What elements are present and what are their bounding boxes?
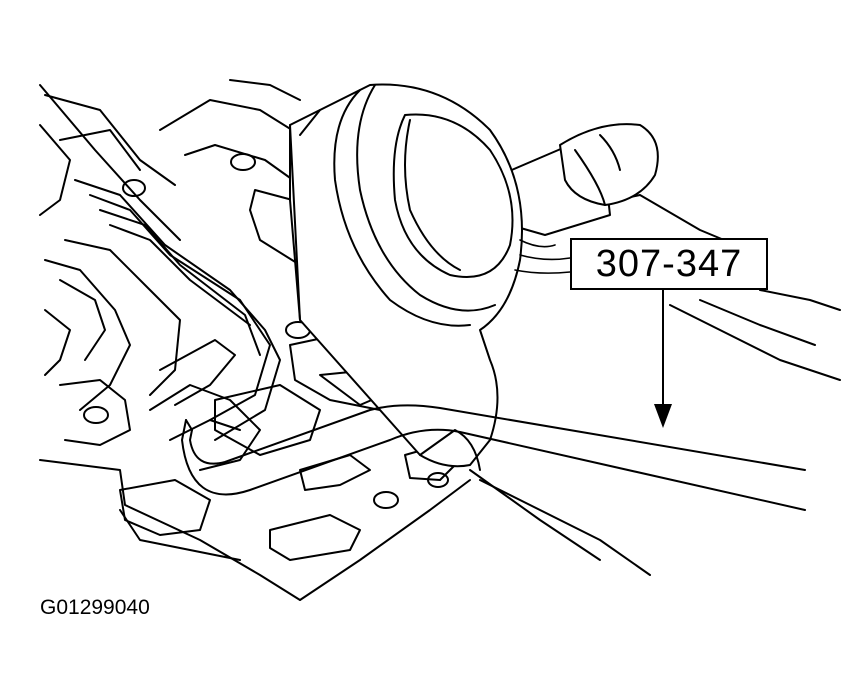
valve-body-plate [39, 84, 841, 601]
figure-id-label: G01299040 [40, 596, 150, 619]
tool-callout-label: 307-347 [570, 238, 768, 290]
installer-tool-307-347 [289, 83, 659, 471]
valve-body-channels [44, 79, 461, 561]
callout-leader-arrow [654, 289, 672, 428]
installer-rod [181, 404, 806, 511]
